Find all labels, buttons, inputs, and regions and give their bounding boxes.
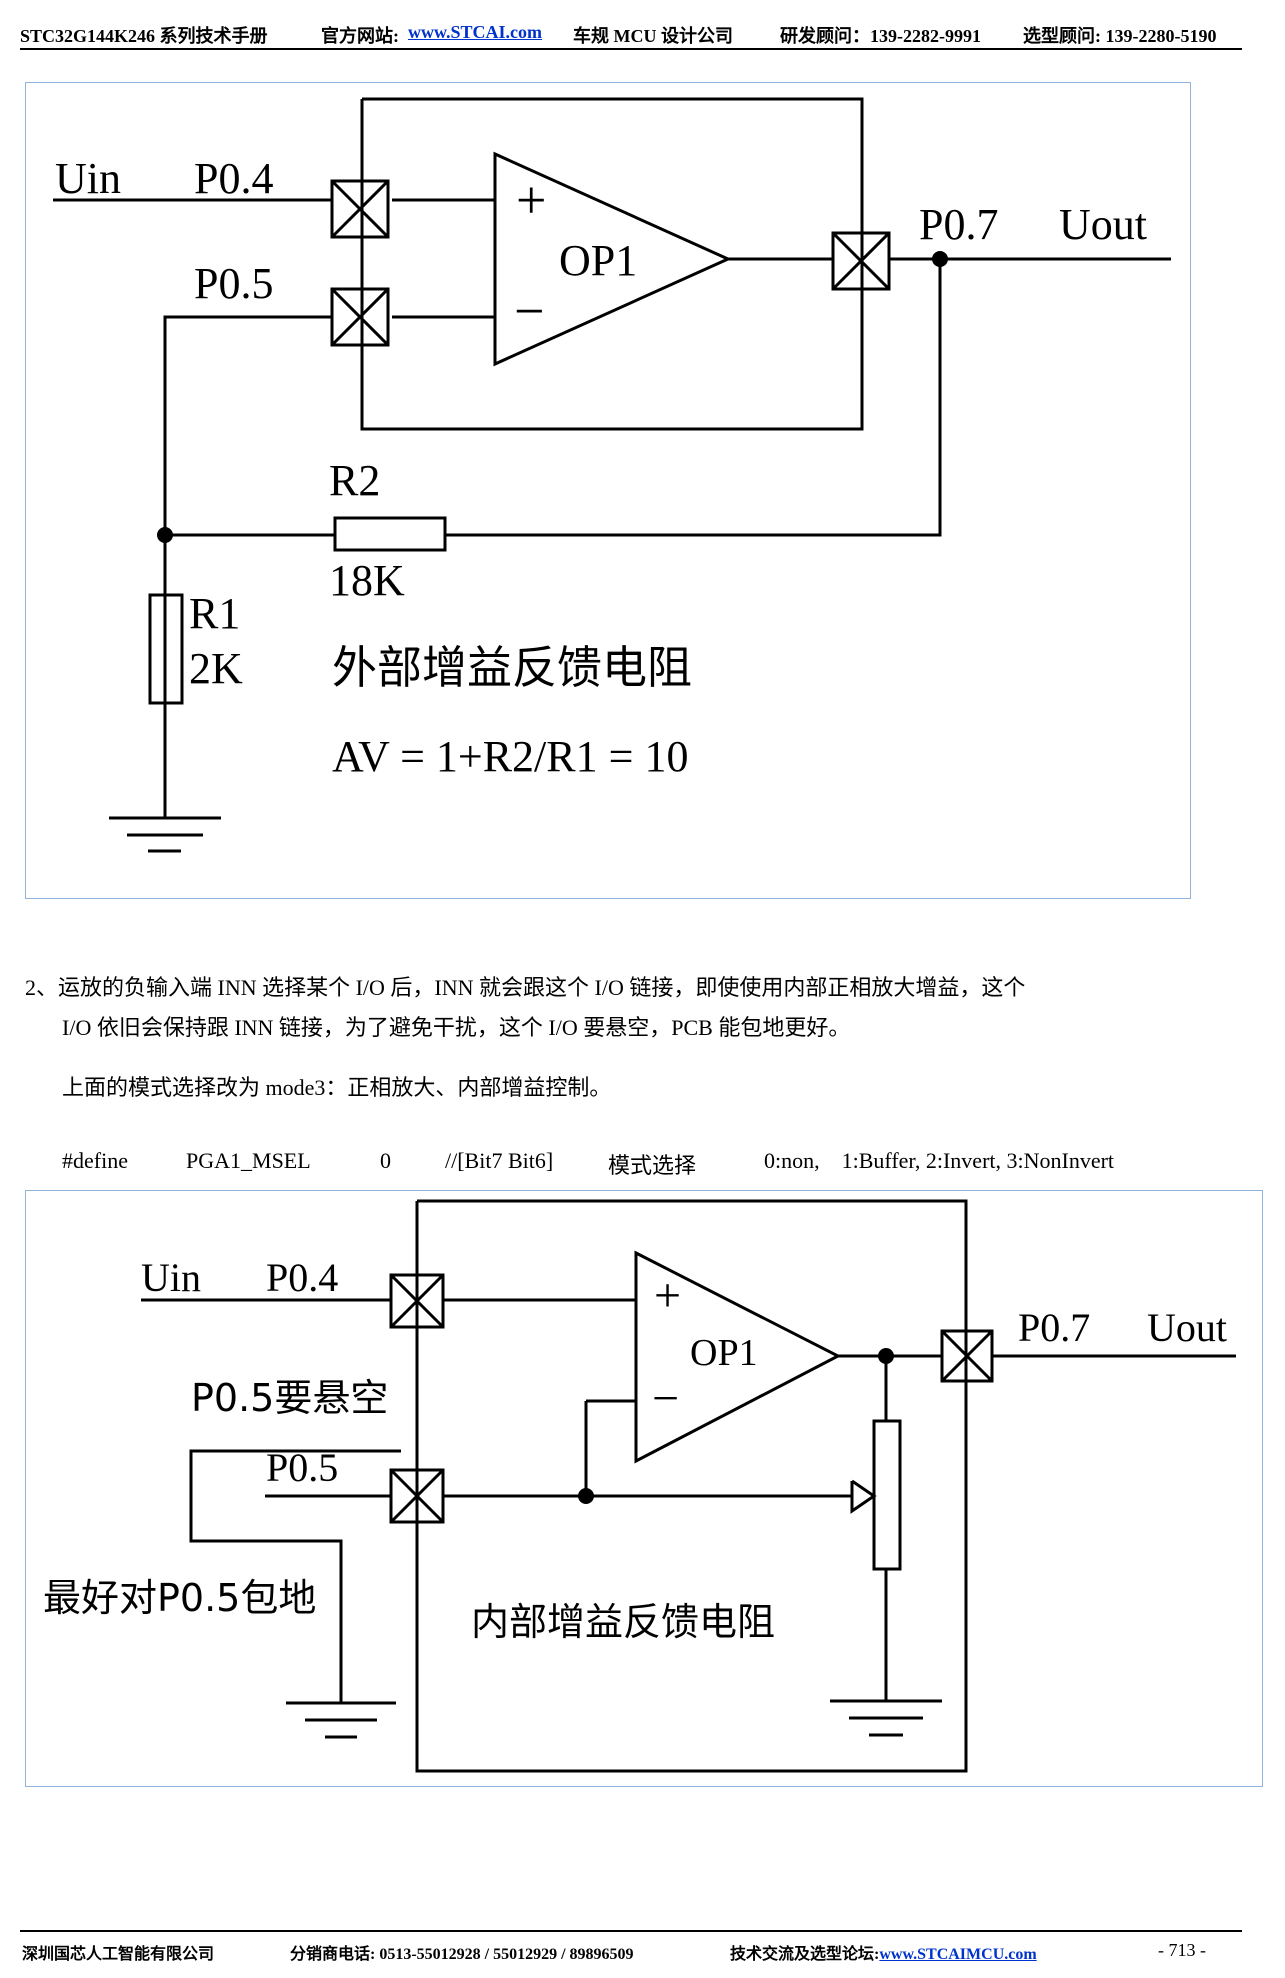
circuit-diagram-2: Uin P0.4 P0.5 P0.7 Uout OP1 + − P0.5要悬空 … xyxy=(43,1199,1236,1773)
site-label: 官方网站: xyxy=(321,26,399,46)
header-rule xyxy=(20,48,1242,50)
fig2-uin-label: Uin xyxy=(141,1255,201,1300)
fig1-r2-label: R2 xyxy=(329,456,380,505)
fig2-minus-sign: − xyxy=(652,1372,679,1425)
rd-contact: 研发顾问：139-2282-9991 xyxy=(780,26,981,46)
note-line-1: 2、运放的负输入端 INN 选择某个 I/O 后，INN 就会跟这个 I/O 链… xyxy=(25,975,1026,1000)
fig2-float-note: P0.5要悬空 xyxy=(191,1376,388,1420)
code-options: 0:non, 1:Buffer, 2:Invert, 3:NonInvert xyxy=(764,1148,1115,1173)
fig1-plus-sign: + xyxy=(516,170,546,230)
footer-company: 深圳国芯人工智能有限公司 xyxy=(22,1946,215,1963)
fig2-p07-label: P0.7 xyxy=(1018,1305,1090,1350)
fig2-p04-label: P0.4 xyxy=(266,1255,338,1300)
footer-rule xyxy=(20,1930,1242,1932)
fig2-plus-sign: + xyxy=(654,1269,681,1322)
fig2-uout-label: Uout xyxy=(1147,1305,1227,1350)
series-title: STC32G144K246 系列技术手册 xyxy=(20,26,268,46)
fig1-r1-label: R1 xyxy=(189,589,240,638)
footer-forum-label: 技术交流及选型论坛: xyxy=(730,1946,880,1963)
site-link[interactable]: www.STCAI.com xyxy=(408,22,542,43)
fig1-p05-label: P0.5 xyxy=(194,259,273,308)
fig1-p07-label: P0.7 xyxy=(919,200,998,249)
footer-phone: 分销商电话: 0513-55012928 / 55012929 / 898965… xyxy=(290,1946,634,1963)
code-value: 0 xyxy=(380,1148,391,1173)
page-number: - 713 - xyxy=(1158,1940,1206,1960)
circuit-diagram-1: Uin P0.4 P0.5 P0.7 Uout OP1 + − R2 18K R… xyxy=(53,97,1171,853)
footer-forum: 技术交流及选型论坛:www.STCAIMCU.com xyxy=(730,1940,1037,1964)
footer-forum-link[interactable]: www.STCAIMCU.com xyxy=(879,1946,1037,1963)
site-url[interactable]: www.STCAI.com xyxy=(408,22,543,42)
fig2-caption: 内部增益反馈电阻 xyxy=(471,1600,775,1644)
fig1-op-label: OP1 xyxy=(559,236,637,285)
fig1-r2-value: 18K xyxy=(329,556,405,605)
code-comment: //[Bit7 Bit6] xyxy=(445,1148,554,1173)
fig1-uout-label: Uout xyxy=(1059,200,1147,249)
code-description: 模式选择 xyxy=(608,1153,697,1178)
code-define-line: #define PGA1_MSEL 0 //[Bit7 Bit6] 模式选择 0:non,… xyxy=(62,1122,1114,1178)
figure-internal-gain: Uin P0.4 P0.5 P0.7 Uout OP1 + − P0.5要悬空 … xyxy=(25,1190,1263,1787)
figure-external-gain: Uin P0.4 P0.5 P0.7 Uout OP1 + − R2 18K R… xyxy=(25,82,1191,899)
code-macro-name: PGA1_MSEL xyxy=(186,1148,311,1173)
fig2-ground-note: 最好对P0.5包地 xyxy=(43,1576,316,1620)
fig2-op-label: OP1 xyxy=(690,1332,758,1374)
note-line-3: 上面的模式选择改为 mode3：正相放大、内部增益控制。 xyxy=(62,1075,612,1100)
selection-contact: 选型顾问: 139-2280-5190 xyxy=(1023,26,1217,46)
fig1-p04-label: P0.4 xyxy=(194,154,273,203)
fig1-uin-label: Uin xyxy=(55,154,121,203)
company-slogan: 车规 MCU 设计公司 xyxy=(573,26,733,46)
fig1-r1-value: 2K xyxy=(189,644,243,693)
fig2-p05-label: P0.5 xyxy=(266,1445,338,1490)
code-directive: #define xyxy=(62,1148,128,1173)
fig1-gain-formula: AV = 1+R2/R1 = 10 xyxy=(332,732,688,781)
fig1-minus-sign: − xyxy=(514,281,544,341)
page-header: STC32G144K246 系列技术手册 官方网站: www.STCAI.com… xyxy=(20,14,1242,50)
fig1-caption: 外部增益反馈电阻 xyxy=(332,641,692,694)
note-line-2: I/O 依旧会保持跟 INN 链接，为了避免干扰，这个 I/O 要悬空，PCB … xyxy=(62,1015,851,1040)
